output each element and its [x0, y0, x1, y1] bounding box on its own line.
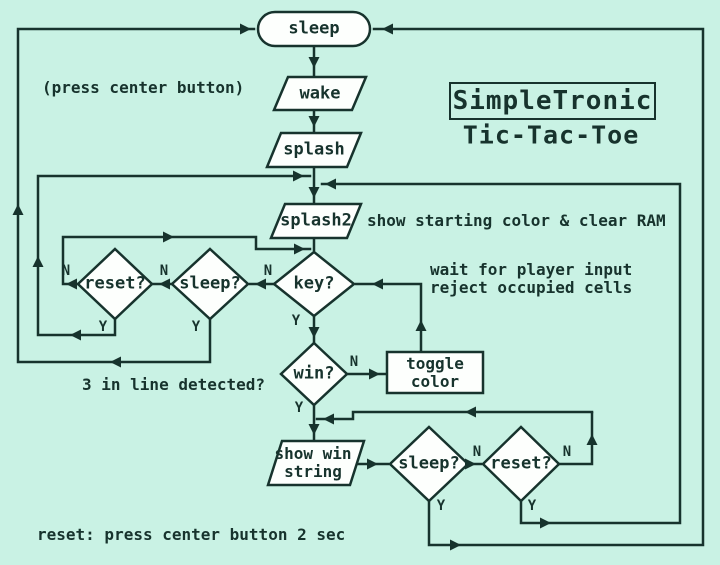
edge-label-key-y: Y — [291, 313, 301, 329]
arrowhead-icon — [12, 204, 24, 215]
edge-label-reset-end-y: Y — [527, 498, 537, 514]
annotation-splash2-note: show starting color & clear RAM — [367, 211, 666, 230]
node-label-splash2: splash2 — [280, 210, 352, 231]
node-label-show-win-string: show win string — [274, 444, 352, 481]
title-box: SimpleTronic — [449, 82, 656, 120]
edge-label-win-y: Y — [294, 400, 304, 416]
node-shape-toggle-color — [385, 350, 485, 395]
arrowhead-icon — [308, 424, 320, 435]
node-label-reset-check-end: reset? — [490, 453, 552, 474]
arrowheads — [12, 23, 598, 551]
node-shape-sleep — [256, 10, 372, 48]
arrowhead-icon — [308, 187, 320, 198]
node-shape-win — [279, 341, 349, 407]
arrowhead-icon — [367, 458, 378, 470]
arrowhead-icon — [308, 327, 320, 338]
edge-label-sleep-end-y: Y — [436, 498, 446, 514]
arrowhead-icon — [110, 356, 121, 368]
arrowhead-icon — [255, 278, 266, 290]
arrowhead-icon — [450, 539, 461, 551]
node-shape-key — [271, 250, 357, 318]
arrowhead-icon — [32, 256, 44, 267]
node-label-splash: splash — [283, 139, 345, 160]
arrowhead-icon — [540, 517, 551, 529]
edge-label-sleep-n: N — [159, 263, 169, 279]
node-shape-splash2 — [269, 202, 363, 240]
node-shape-sleep-check — [170, 247, 250, 321]
node-shape-show-win-string — [266, 439, 366, 487]
annotation-reset-note: reset: press center button 2 sec — [37, 525, 346, 544]
edge-label-key-n: N — [263, 263, 273, 279]
arrowhead-icon — [465, 458, 476, 470]
arrowhead-icon — [66, 278, 77, 290]
arrowhead-icon — [372, 278, 383, 290]
node-label-sleep-check-end: sleep? — [398, 453, 460, 474]
arrowhead-icon — [163, 231, 174, 243]
node-shape-reset-check-end — [481, 425, 561, 503]
node-label-toggle-color: toggle color — [406, 354, 464, 391]
arrowhead-icon — [240, 23, 251, 35]
edge-label-win-n: N — [349, 354, 359, 370]
arrowhead-icon — [465, 406, 476, 418]
node-shape-splash — [265, 131, 363, 169]
node-shape-reset-check — [76, 247, 154, 321]
arrowhead-icon — [159, 278, 170, 290]
arrowhead-icon — [70, 329, 81, 341]
edge-label-sleep-y: Y — [191, 319, 201, 335]
annotation-three-in-line: 3 in line detected? — [82, 375, 266, 394]
arrowhead-icon — [308, 116, 320, 127]
arrowhead-icon — [382, 23, 393, 35]
edge-label-reset-end-n: N — [562, 444, 572, 460]
node-shape-sleep-check-end — [388, 425, 470, 503]
edge-label-reset-n: N — [61, 263, 71, 279]
arrowhead-icon — [293, 170, 304, 182]
node-shape-wake — [272, 75, 368, 112]
edge-label-reset-y: Y — [98, 319, 108, 335]
node-label-sleep: sleep — [288, 18, 340, 39]
arrowhead-icon — [323, 413, 334, 425]
arrowhead-icon — [369, 368, 380, 380]
edge-label-sleep-end-n: N — [472, 444, 482, 460]
arrowhead-icon — [308, 57, 320, 68]
node-label-key: key? — [293, 273, 335, 294]
annotation-wait-note: wait for player input reject occupied ce… — [430, 260, 633, 297]
arrowhead-icon — [415, 320, 427, 331]
node-label-win: win? — [293, 363, 335, 384]
node-label-sleep-check: sleep? — [179, 273, 241, 294]
arrowhead-icon — [325, 178, 336, 190]
node-label-wake: wake — [299, 83, 341, 104]
app-subtitle: Tic-Tac-Toe — [462, 120, 640, 150]
arrowhead-icon — [586, 434, 598, 445]
node-label-reset-check: reset? — [84, 273, 146, 294]
app-title: SimpleTronic — [452, 86, 653, 116]
arrowhead-icon — [294, 243, 305, 255]
annotation-press-center: (press center button) — [42, 78, 245, 97]
